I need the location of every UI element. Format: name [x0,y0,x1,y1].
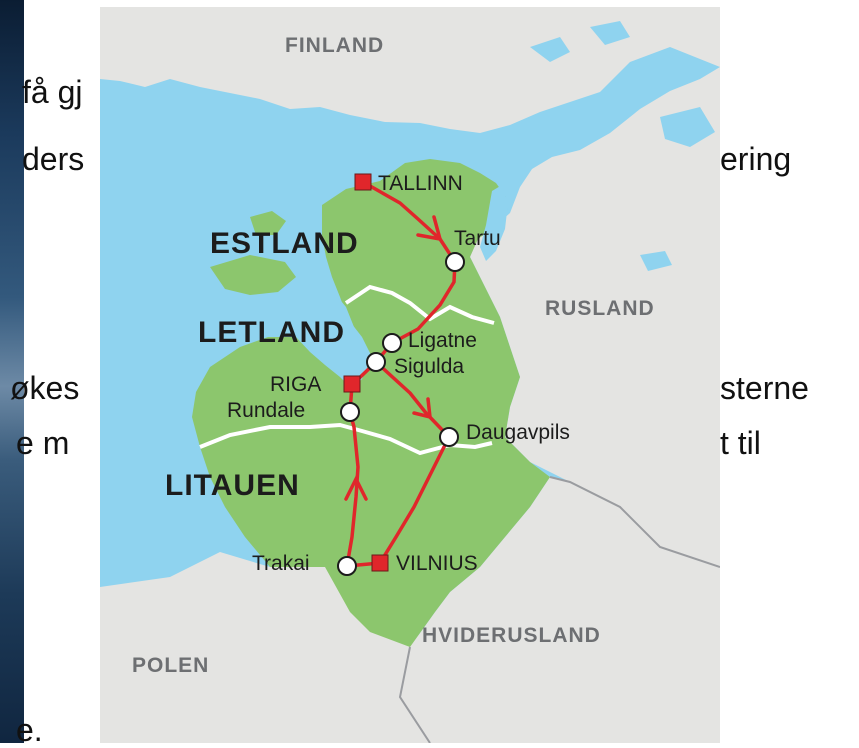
label-vilnius: VILNIUS [396,552,478,575]
border-estonia-latvia [344,284,495,325]
slide-text-line-4-right: t til [720,425,761,461]
land-baltic-states [192,159,550,647]
red-arrowhead-icon [412,397,433,420]
land-finland [100,7,720,133]
label-litauen: LITAUEN [165,469,300,502]
lake-ladoga [660,107,715,147]
city-marker-daugavpils-icon [439,427,459,447]
label-riga: RIGA [270,373,321,396]
slide-text-line-2-left: ders [22,141,85,177]
map-canvas: FINLAND RUSLAND HVIDERUSLAND POLEN ESTLA… [100,7,720,743]
label-estland: ESTLAND [210,227,359,260]
route-daugavpils-vilnius [378,435,451,565]
city-marker-ligatne-icon [382,333,402,353]
island-hiiumaa [250,211,286,235]
city-marker-tartu-icon [445,252,465,272]
lake-finland-1 [530,37,570,62]
lake-rusland-1 [640,251,672,271]
sea-photo-strip [0,0,24,743]
land-rusland [470,67,720,567]
city-marker-trakai-icon [337,556,357,576]
border-russia-belarus [549,476,720,568]
label-finland: FINLAND [285,34,384,57]
slide-text-line-5: e. [16,712,43,748]
label-polen: POLEN [132,654,209,677]
label-sigulda: Sigulda [394,355,464,378]
slide-text-line-3-left: økes [10,370,80,406]
red-arrowhead-icon [416,215,443,242]
label-letland: LETLAND [198,316,345,349]
capital-marker-tallinn-icon [354,173,372,191]
label-ligatne: Ligatne [408,329,477,352]
label-daugavpils: Daugavpils [466,421,570,444]
city-marker-sigulda-icon [366,352,386,372]
slide-text-line-1: få gj [22,74,83,110]
capital-marker-riga-icon [343,375,361,393]
red-arrowhead-icon [344,475,368,501]
gulf-of-riga [298,285,368,383]
route-sigulda-daugavpils [374,360,451,439]
route [345,180,457,568]
slide-text-line-4-left: e m [16,425,70,461]
lake-peipus [480,185,508,261]
capital-marker-vilnius-icon [371,554,389,572]
label-tallinn: TALLINN [378,172,463,195]
label-trakai: Trakai [252,552,310,575]
label-rundale: Rundale [227,399,305,422]
slide-text-line-3-right: sterne [720,370,809,406]
island-saaremaa [210,255,296,295]
label-hviderusland: HVIDERUSLAND [422,624,601,647]
border-latvia-lithuania [199,422,493,456]
border-poland-belarus [398,646,431,743]
route-tallinn-tartu [361,180,457,264]
baltic-route-map: FINLAND RUSLAND HVIDERUSLAND POLEN ESTLA… [100,7,720,743]
city-marker-rundale-icon [340,402,360,422]
label-tartu: Tartu [454,227,501,250]
lake-finland-2 [590,21,630,45]
land-hviderusland [400,477,720,743]
route-tartu-ligatne [390,260,457,345]
slide-text-line-2-right: ering [720,141,792,177]
label-rusland: RUSLAND [545,297,655,320]
